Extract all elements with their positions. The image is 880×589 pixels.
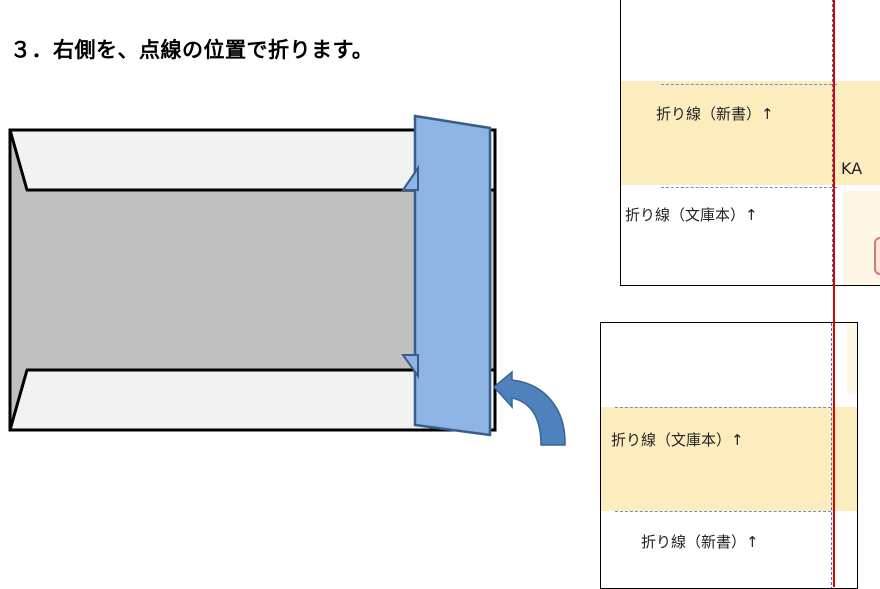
cover-fragment [847, 323, 857, 395]
body-text-fragment: KA [841, 159, 863, 178]
envelope-top-flap [8, 128, 497, 192]
step-heading: ３．右側を、点線の位置で折ります。 [10, 38, 374, 62]
dashed-guide [661, 84, 837, 85]
dashed-guide [615, 511, 831, 512]
fold-line-dashed [832, 0, 833, 285]
red-box-fragment [874, 237, 880, 275]
fold-line-label-shinsho: 折り線（新書）↑ [641, 533, 759, 551]
top-reference-panel: 折り線（新書）↑ KA 折り線（文庫本）↑ [620, 0, 880, 286]
dashed-guide [615, 407, 831, 408]
folded-flap [401, 114, 492, 437]
highlight-band [621, 81, 880, 185]
fold-line-label-bunko: 折り線（文庫本）↑ [625, 206, 758, 224]
fold-line-label-shinsho: 折り線（新書）↑ [656, 105, 774, 123]
cover-fragment [843, 191, 880, 285]
fold-line-label-bunko: 折り線（文庫本）↑ [611, 431, 744, 449]
fold-line-dashed [831, 323, 832, 588]
curved-arrow-icon [492, 370, 566, 446]
envelope-bottom-flap [8, 368, 497, 432]
dashed-guide [661, 187, 837, 188]
bottom-reference-panel: 折り線（文庫本）↑ 折り線（新書）↑ [600, 322, 858, 589]
highlight-band [601, 407, 857, 511]
fold-guide-red-line [833, 0, 835, 587]
